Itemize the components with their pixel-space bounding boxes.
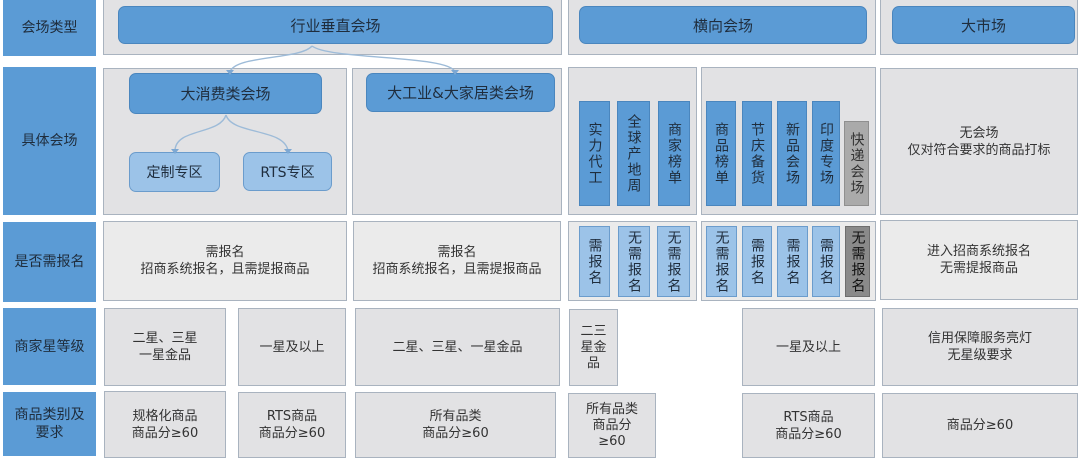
registration-consumer-text: 需报名 招商系统报名，且需提报商品 (140, 245, 310, 277)
star-industrial-cell: 二星、三星、一星金品 (355, 308, 560, 386)
industrial-venue-pill: 大工业&大家居类会场 (366, 73, 555, 112)
star-custom-zone-cell: 二星、三星 一星金品 (104, 308, 226, 386)
row-label-text: 商品类别及 要求 (14, 407, 85, 441)
row-label-specific-venue: 具体会场 (3, 67, 96, 215)
row-label-text: 会场类型 (21, 20, 78, 36)
venue-product-ranking: 商品榜单 (706, 101, 736, 206)
venue-express: 快递会场 (844, 121, 869, 206)
custom-zone-label: 定制专区 (146, 165, 203, 181)
venue-india-special-label: 印度专场 (818, 121, 834, 186)
row-label-product-requirements: 商品类别及 要求 (3, 392, 96, 456)
row-label-star-level: 商家星等级 (3, 308, 96, 385)
registration-new-products: 需报名 (777, 226, 808, 297)
registration-festival-stock: 需报名 (742, 226, 772, 297)
registration-text: 无需报名 (665, 229, 682, 294)
venue-india-special: 印度专场 (812, 101, 840, 206)
req-rts-zone-cell: RTS商品 商品分≥60 (238, 392, 346, 458)
row-label-text: 具体会场 (21, 133, 78, 149)
market-venue-text: 无会场 仅对符合要求的商品打标 (907, 125, 1051, 158)
industrial-venue-label: 大工业&大家居类会场 (387, 84, 534, 102)
registration-strength-oem: 需报名 (579, 226, 610, 297)
venue-global-origin-week-label: 全球产地周 (625, 113, 642, 194)
star-group2-cell: 一星及以上 (742, 308, 875, 386)
row-label-venue-type: 会场类型 (3, 0, 96, 56)
registration-market-text: 进入招商系统报名 无需提报商品 (926, 244, 1031, 276)
venue-festival-stock: 节庆备货 (742, 101, 772, 206)
custom-zone-pill: 定制专区 (129, 152, 220, 192)
registration-text: 需报名 (586, 237, 603, 286)
venue-type-vertical-pill: 行业垂直会场 (118, 6, 553, 44)
row-label-text: 是否需报名 (14, 254, 85, 270)
venue-new-products-label: 新品会场 (784, 121, 800, 186)
star-rts-zone-cell: 一星及以上 (238, 308, 346, 386)
registration-global-origin-week: 无需报名 (618, 226, 650, 297)
requirement-text: 所有品类 商品分 ≥60 (585, 401, 638, 449)
venue-strength-oem-label: 实力代工 (586, 121, 603, 186)
rts-zone-label: RTS专区 (260, 164, 315, 181)
market-venue-cell: 无会场 仅对符合要求的商品打标 (880, 68, 1078, 215)
row-label-registration: 是否需报名 (3, 222, 96, 302)
requirement-text: 商品分≥60 (946, 418, 1014, 433)
star-level-text: 二三 星金 品 (580, 323, 607, 371)
rts-zone-pill: RTS专区 (243, 152, 332, 191)
registration-text: 需报名 (784, 237, 801, 286)
venue-merchant-ranking: 商家榜单 (658, 101, 690, 206)
registration-merchant-ranking: 无需报名 (657, 226, 690, 297)
req-custom-zone-cell: 规格化商品 商品分≥60 (104, 391, 226, 458)
venue-product-ranking-label: 商品榜单 (713, 121, 729, 186)
registration-product-ranking: 无需报名 (706, 226, 737, 297)
req-strength-oem-cell: 所有品类 商品分 ≥60 (568, 393, 656, 458)
requirement-text: 所有品类 商品分≥60 (422, 409, 489, 441)
registration-india-special: 需报名 (812, 226, 840, 297)
venue-type-vertical-label: 行业垂直会场 (290, 16, 381, 35)
venue-strength-oem: 实力代工 (579, 101, 610, 206)
requirement-text: RTS商品 商品分≥60 (775, 409, 842, 442)
star-market-cell: 信用保障服务亮灯 无星级要求 (882, 308, 1078, 386)
venue-express-label: 快递会场 (848, 131, 865, 196)
registration-industrial-cell: 需报名 招商系统报名，且需提报商品 (353, 221, 561, 301)
star-level-text: 二星、三星 一星金品 (132, 331, 198, 363)
row-label-text: 商家星等级 (14, 338, 85, 355)
star-level-text: 一星及以上 (259, 339, 325, 355)
consumer-venue-pill: 大消费类会场 (129, 73, 322, 114)
registration-text: 需报名 (818, 237, 834, 286)
registration-industrial-text: 需报名 招商系统报名，且需提报商品 (372, 245, 542, 277)
registration-text: 需报名 (749, 237, 765, 286)
consumer-venue-label: 大消费类会场 (180, 85, 271, 103)
registration-text: 无需报名 (713, 229, 730, 294)
venue-type-horizontal-pill: 横向会场 (579, 6, 867, 44)
registration-consumer-cell: 需报名 招商系统报名，且需提报商品 (103, 221, 347, 301)
registration-express: 无需报名 (845, 226, 870, 297)
req-industrial-cell: 所有品类 商品分≥60 (355, 392, 556, 458)
req-market-cell: 商品分≥60 (882, 393, 1078, 458)
requirement-text: RTS商品 商品分≥60 (258, 409, 326, 441)
star-strength-oem-cell: 二三 星金 品 (569, 309, 618, 386)
venue-type-market-pill: 大市场 (892, 6, 1075, 44)
venue-merchant-ranking-label: 商家榜单 (666, 121, 682, 186)
venue-type-market-label: 大市场 (960, 16, 1006, 35)
star-level-text: 信用保障服务亮灯 无星级要求 (927, 331, 1032, 363)
venue-global-origin-week: 全球产地周 (617, 101, 650, 206)
registration-market-cell: 进入招商系统报名 无需提报商品 (880, 220, 1078, 300)
registration-text: 无需报名 (626, 229, 642, 294)
req-group2-cell: RTS商品 商品分≥60 (742, 393, 875, 458)
registration-text: 无需报名 (849, 229, 866, 294)
venue-new-products: 新品会场 (777, 101, 807, 206)
venue-type-horizontal-label: 横向会场 (692, 16, 753, 35)
requirement-text: 规格化商品 商品分≥60 (131, 408, 199, 441)
star-level-text: 一星及以上 (775, 339, 841, 355)
star-level-text: 二星、三星、一星金品 (392, 339, 523, 355)
venue-festival-stock-label: 节庆备货 (749, 121, 765, 186)
